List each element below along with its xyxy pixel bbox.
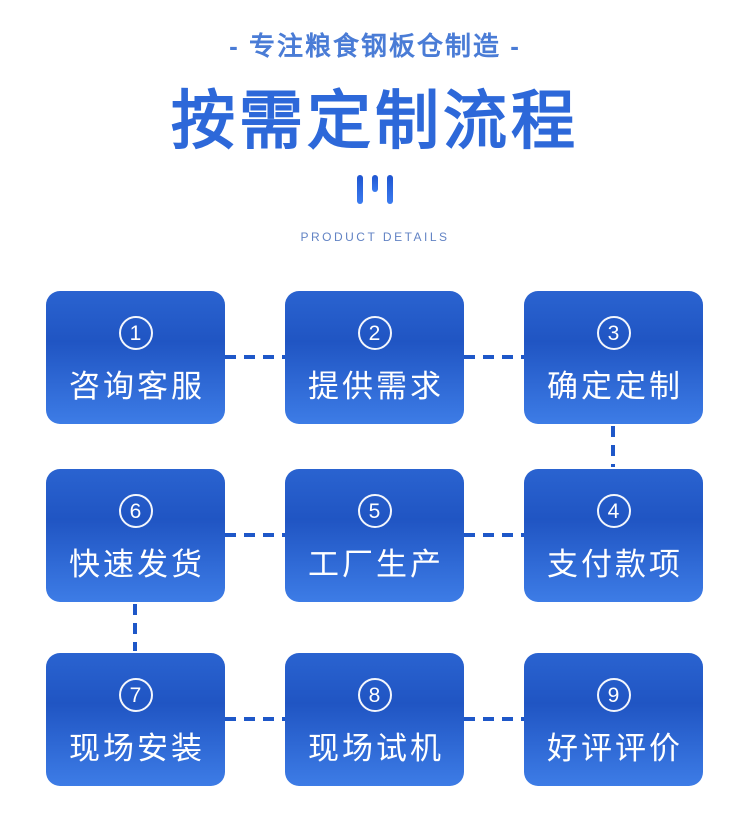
step-number-badge: 9 [596,678,631,712]
step-number-badge: 4 [596,494,631,528]
step-box-6: 6 快速发货 [46,469,225,602]
bar-right [387,175,393,204]
step-box-9: 9 好评评价 [524,653,703,786]
connector-8-9 [464,717,524,721]
step-label: 现场安装 [69,731,205,766]
vertical-bars-icon [0,175,750,204]
connector-4-5 [464,533,524,537]
tagline: - 专注粮食钢板仓制造 - [229,31,521,61]
product-details-caption: PRODUCT DETAILS [300,230,450,244]
step-label: 现场试机 [308,731,444,766]
step-label: 快速发货 [69,547,205,582]
step-box-5: 5 工厂生产 [285,469,464,602]
step-number-badge: 7 [118,678,153,712]
step-label: 好评评价 [547,731,683,766]
step-number-badge: 3 [596,316,631,350]
step-number-badge: 6 [118,494,153,528]
step-number-badge: 8 [357,678,392,712]
connector-1-2 [225,355,285,359]
step-label: 咨询客服 [69,369,205,404]
step-number-badge: 5 [357,494,392,528]
bar-middle [372,175,378,192]
step-label: 提供需求 [308,369,444,404]
bar-left [357,175,363,204]
step-label: 确定定制 [547,369,683,404]
step-number-badge: 1 [118,316,153,350]
step-label: 工厂生产 [308,547,444,582]
step-box-4: 4 支付款项 [524,469,703,602]
connector-5-6 [225,533,285,537]
step-box-8: 8 现场试机 [285,653,464,786]
step-box-2: 2 提供需求 [285,291,464,424]
connector-7-8 [225,717,285,721]
step-box-7: 7 现场安装 [46,653,225,786]
connector-6-7 [133,604,137,651]
step-box-1: 1 咨询客服 [46,291,225,424]
step-box-3: 3 确定定制 [524,291,703,424]
step-label: 支付款项 [547,547,683,582]
page-title: 按需定制流程 [171,85,579,157]
connector-2-3 [464,355,524,359]
connector-3-4 [611,426,615,467]
step-number-badge: 2 [357,316,392,350]
